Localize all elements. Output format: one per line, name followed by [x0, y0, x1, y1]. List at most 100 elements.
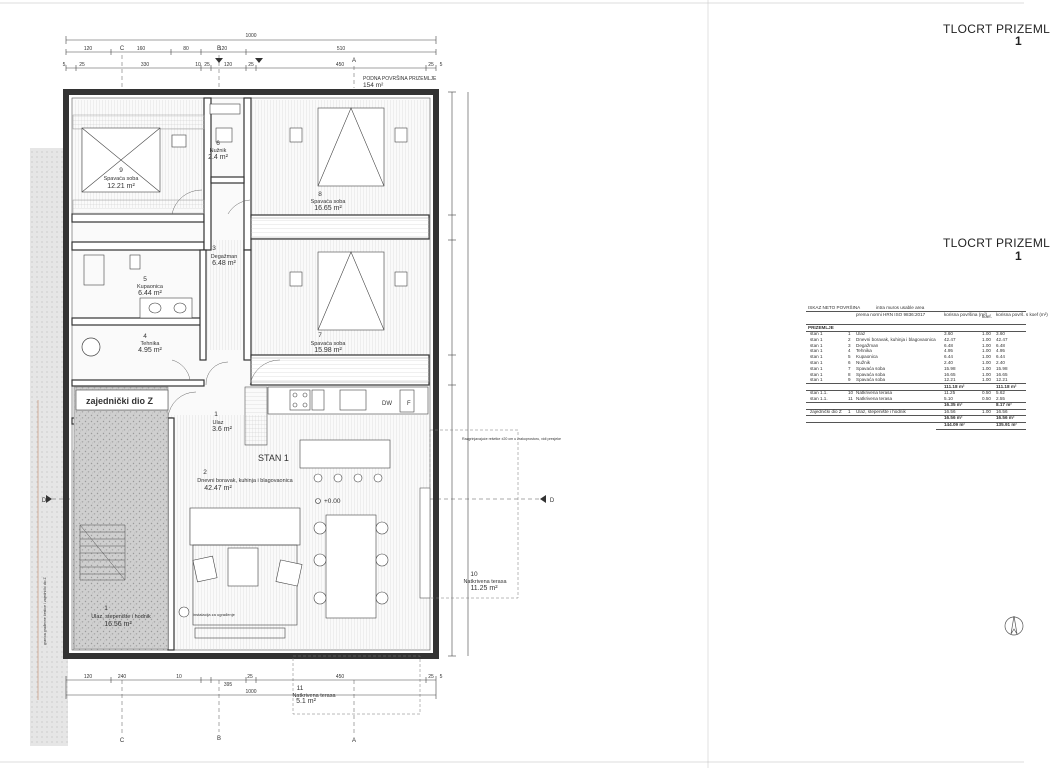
- svg-text:Spavaća soba: Spavaća soba: [104, 176, 140, 182]
- table-row-3-c1: 4: [848, 348, 851, 354]
- floor-plan-drawing: 1000 120 160 80 120 510 5 25 330 10 25 1…: [0, 0, 1024, 768]
- table-row-5-c1: 6: [848, 360, 851, 365]
- section-mark-b-bottom: B: [217, 736, 221, 742]
- dim-top-overall: 1000: [245, 33, 256, 39]
- dim-top1-4: 510: [337, 46, 346, 52]
- table-subtotal1-a: 111.18 m²: [944, 383, 965, 389]
- table-row-7-c3: 16.65: [944, 371, 956, 377]
- table-row-4-c3: 6.44: [944, 354, 953, 360]
- dim-top2-2: 330: [141, 62, 150, 68]
- dim-top2-6: 25: [248, 62, 254, 68]
- table-row-8-c3: 12.21: [944, 377, 956, 383]
- table-row-0-c5: 3.60: [996, 331, 1005, 336]
- table-row-5-c5: 2.40: [996, 360, 1005, 365]
- table-row2-0-c3: 11.25: [944, 390, 956, 396]
- svg-text:8: 8: [318, 191, 322, 198]
- title-2-scale: 1: [1015, 249, 1022, 263]
- table-row2-1-c3: 5.10: [944, 396, 953, 401]
- title-1: TLOCRT PRIZEML: [943, 22, 1050, 36]
- table-row3-0-c0: zajednički dio Z: [810, 408, 842, 414]
- table-row-7-c2: Spavaća soba: [856, 371, 886, 377]
- dim-bottom-2: 10: [176, 674, 182, 680]
- table-row3-0-c1: 1: [848, 408, 851, 414]
- table-row3-0-c2: Ulaz, stepenište i hodnik: [856, 408, 906, 414]
- table-row-7-c5: 16.65: [996, 371, 1008, 377]
- table-row-0-c0: stan 1: [810, 331, 823, 336]
- table-section: PRIZEMLJE: [808, 325, 834, 330]
- table-subtotal1-b: 111.18 m²: [996, 383, 1017, 389]
- table-row-1-c4: 1.00: [982, 336, 991, 342]
- table-row2-1-c5: 2.55: [996, 396, 1005, 401]
- table-row-5-c0: stan 1: [810, 360, 823, 365]
- table-row-2-c0: stan 1: [810, 342, 823, 348]
- title-2: TLOCRT PRIZEML: [943, 236, 1050, 250]
- left-note: granica građevne čestice / zajednički di…: [43, 576, 47, 645]
- svg-text:Ulaz, stepenište i hodnik: Ulaz, stepenište i hodnik: [91, 614, 151, 620]
- svg-text:4.95 m²: 4.95 m²: [138, 347, 162, 354]
- table-row-5-c4: 1.00: [982, 360, 991, 365]
- install-note: instalacija za ugrađenje: [193, 612, 236, 617]
- svg-text:16.65 m²: 16.65 m²: [314, 205, 342, 212]
- table-row-6-c4: 1.00: [982, 365, 991, 371]
- dim-bottom-0: 120: [84, 674, 93, 680]
- table-total-a: 144.09 m²: [944, 422, 965, 428]
- table-heading: ISKAZ NETO POVRŠINA: [808, 305, 861, 310]
- svg-text:5.1 m²: 5.1 m²: [296, 698, 317, 705]
- top-dimensions: [65, 36, 437, 71]
- table-row3-0-c3: 16.56: [944, 408, 956, 414]
- table-row-3-c5: 4.95: [996, 348, 1005, 354]
- table-row-3-c4: 1.00: [982, 348, 991, 354]
- stair-treads: [79, 524, 126, 581]
- dim-top1-2: 80: [183, 46, 189, 52]
- svg-text:42.47 m²: 42.47 m²: [204, 485, 232, 492]
- svg-text:Degažman: Degažman: [211, 254, 238, 260]
- section-mark-a-bottom: A: [352, 738, 356, 744]
- svg-text:Spavaća soba: Spavaća soba: [311, 199, 347, 205]
- svg-text:6.48 m²: 6.48 m²: [212, 260, 236, 267]
- svg-text:Spavaća soba: Spavaća soba: [311, 341, 347, 347]
- door-swings: [167, 189, 281, 419]
- svg-text:11: 11: [297, 685, 304, 692]
- table-row-5-c3: 2.40: [944, 360, 953, 365]
- table-row-7-c1: 8: [848, 371, 851, 377]
- svg-text:12.21 m²: 12.21 m²: [107, 183, 135, 190]
- table-row-6-c2: Spavaća soba: [856, 365, 886, 371]
- section-mark-c-bottom: C: [120, 738, 125, 744]
- table-row2-1-c1: 11: [848, 396, 853, 401]
- table-total-b: 135.91 m²: [996, 422, 1017, 428]
- svg-text:3.6 m²: 3.6 m²: [212, 426, 233, 433]
- table-heading-sub: intra muros usable area: [876, 305, 925, 310]
- svg-text:Ulaz: Ulaz: [212, 420, 223, 426]
- section-mark-b-top: B: [217, 46, 221, 52]
- living-furniture: [178, 507, 389, 639]
- bottom-dimensions: [65, 676, 437, 699]
- table-row-1-c2: Dnevni boravak, kuhinja i blagovaonica: [856, 336, 936, 342]
- dim-bottom-overall: 1000: [245, 689, 256, 695]
- table-row-8-c0: stan 1: [810, 377, 823, 383]
- table-row-1-c5: 42.47: [996, 336, 1008, 342]
- dim-top2-4: 25: [204, 62, 210, 68]
- table-col-koef: koef.: [982, 314, 992, 319]
- table-row2-0-c1: 10: [848, 390, 854, 396]
- level-marker: +0.00: [324, 498, 341, 505]
- dim-top2-0: 5: [63, 62, 66, 68]
- table-row-4-c1: 5: [848, 354, 851, 360]
- table-row-7-c0: stan 1: [810, 371, 823, 377]
- table-row2-0-c5: 5.62: [996, 390, 1005, 396]
- table-subtotal2-b: 8.17 m²: [996, 402, 1012, 408]
- svg-text:11.25 m²: 11.25 m²: [470, 585, 498, 592]
- section-mark-d-right: D: [550, 498, 555, 504]
- table-row-2-c4: 1.00: [982, 342, 991, 348]
- dim-bottom-7: 5: [440, 674, 443, 680]
- stan-label: STAN 1: [258, 453, 289, 463]
- dim-top1-0: 120: [84, 46, 93, 52]
- svg-text:9: 9: [119, 167, 123, 174]
